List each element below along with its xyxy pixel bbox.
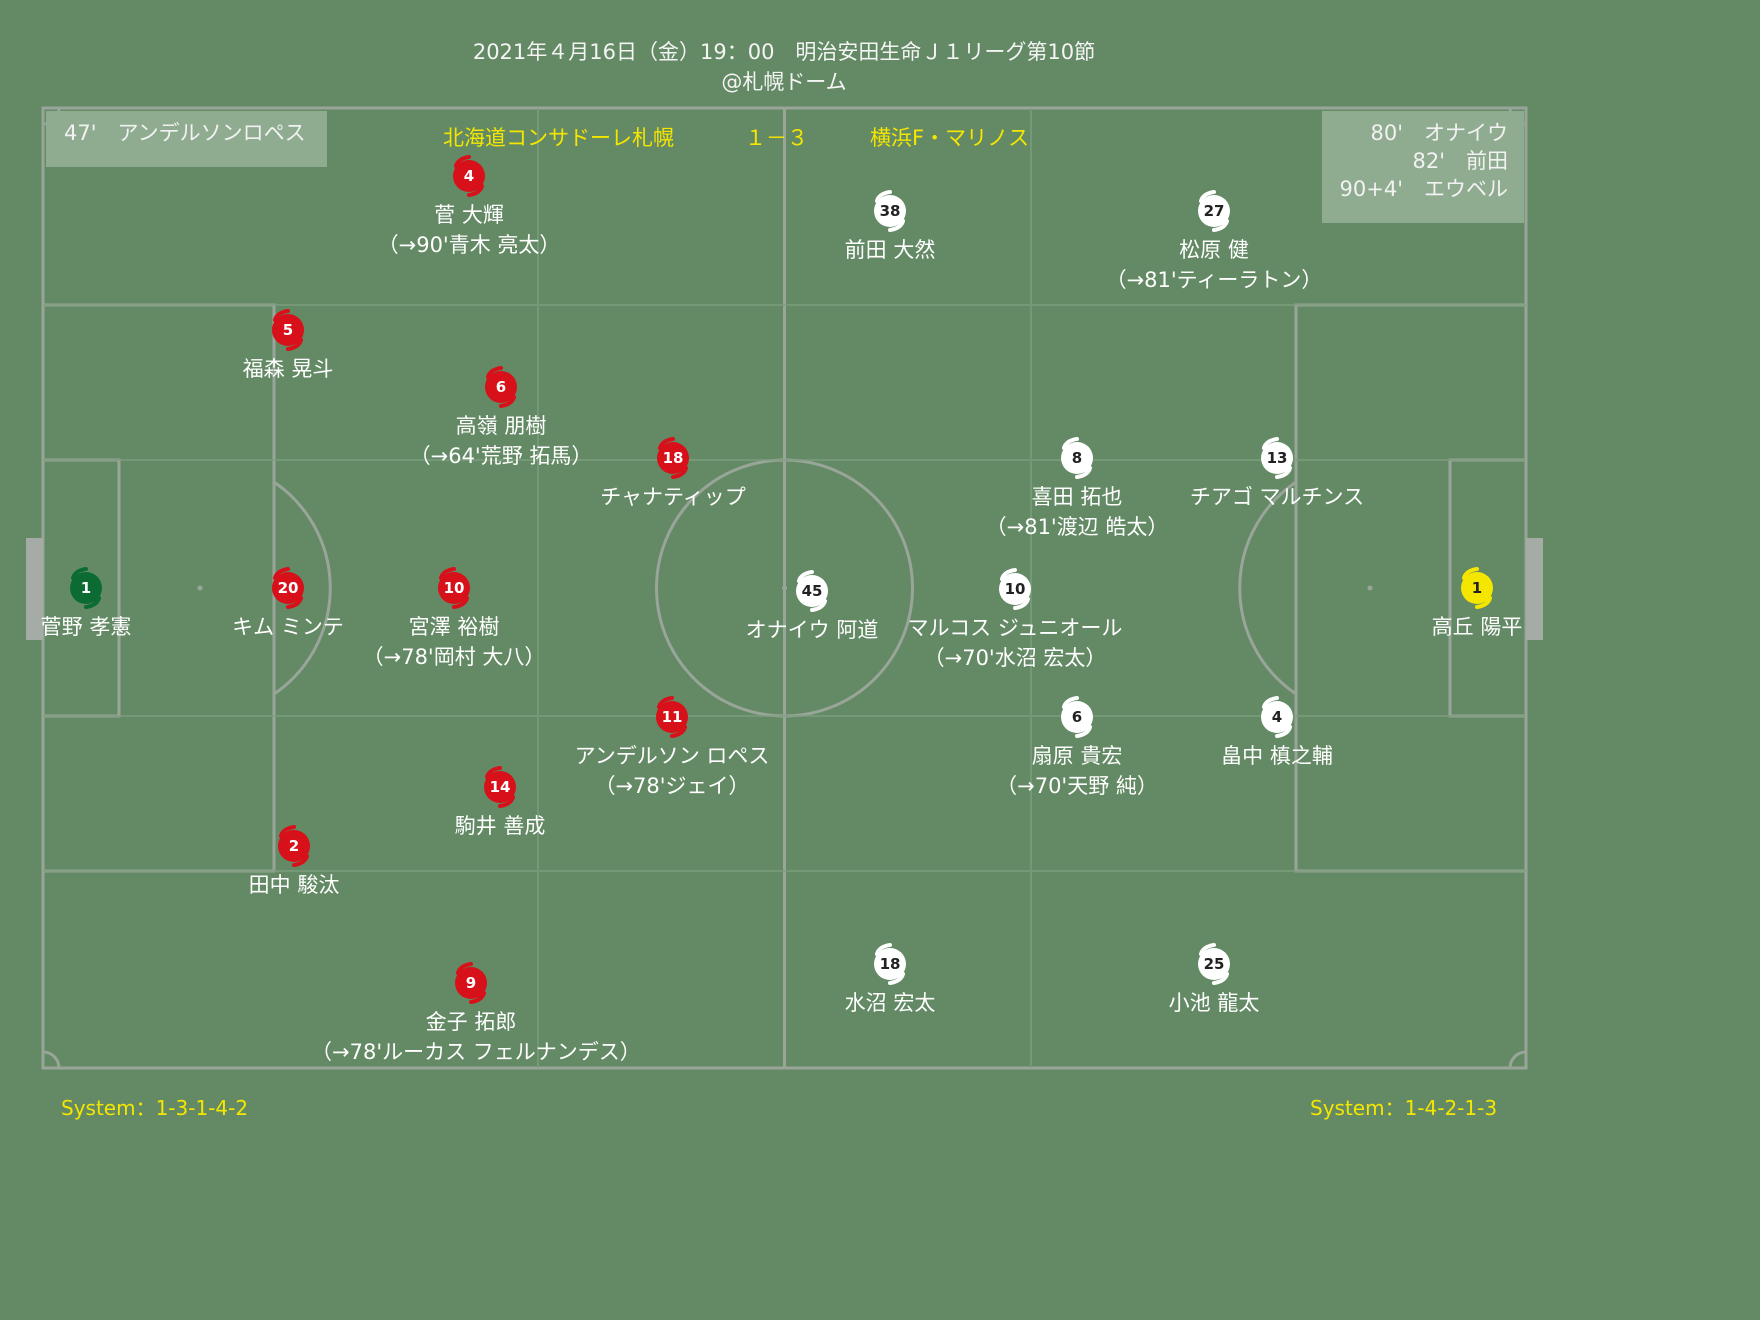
player-name: 駒井 善成 (454, 814, 546, 838)
player-substitution: （→64'荒野 拓馬） (409, 444, 593, 468)
player-number-badge: 11 (656, 701, 688, 733)
player-number-badge: 10 (999, 573, 1031, 605)
player-name: 宮澤 裕樹 (408, 615, 500, 639)
corner-arc-bl (42, 1050, 61, 1069)
player-number-badge: 4 (453, 160, 485, 192)
away-goal-entry: 82' 前田 (1412, 149, 1509, 173)
player-name-block: 菅 大輝 （→90'青木 亮太） (309, 200, 629, 260)
player-name: 高丘 陽平 (1431, 615, 1523, 639)
away-goals-box: 80' オナイウ 82' 前田 90+4' エウベル (1322, 111, 1524, 223)
player-number-badge: 25 (1198, 948, 1230, 980)
home-penalty-spot (197, 585, 203, 591)
player-name: 扇原 貴宏 (1031, 744, 1123, 768)
player-substitution: （→81'渡辺 皓太） (985, 515, 1169, 539)
player-name: 松原 健 (1179, 238, 1249, 262)
away-team-name: 横浜F・マリノス (870, 126, 1030, 150)
pitch (26, 106, 1543, 1070)
player-substitution: （→78'岡村 大八） (362, 645, 546, 669)
away-system: System：1-4-2-1-3 (1310, 1096, 1498, 1120)
player-substitution: （→81'ティーラトン） (1105, 268, 1323, 292)
player-number-badge: 6 (1061, 701, 1093, 733)
player-name-block: 水沼 宏太 (730, 988, 1050, 1018)
player-name: 菅野 孝憲 (40, 615, 132, 639)
away-penalty-spot (1367, 585, 1373, 591)
player-number-badge: 45 (796, 575, 828, 607)
home-goals-box: 47' アンデルソンロペス (46, 111, 327, 167)
player-number-badge: 38 (874, 195, 906, 227)
player-name-block: 田中 駿汰 (134, 870, 454, 900)
venue: @札幌ドーム (721, 70, 847, 94)
player-substitution: （→70'水沼 宏太） (923, 646, 1107, 670)
player-name: チャナティップ (600, 485, 746, 509)
player-name: チアゴ マルチンス (1189, 485, 1365, 509)
player-name: 菅 大輝 (434, 203, 504, 227)
player-number-badge: 27 (1198, 195, 1230, 227)
player-name-block: オナイウ 阿道 (652, 615, 972, 645)
player-name-block: 喜田 拓也 （→81'渡辺 皓太） (917, 482, 1237, 542)
away-penalty-arc (1238, 480, 1297, 696)
player-name: オナイウ 阿道 (745, 618, 879, 642)
player-name-block: キム ミンテ (128, 612, 448, 642)
player-number-badge: 10 (438, 572, 470, 604)
player-number-badge: 1 (1461, 572, 1493, 604)
player-name-block: 福森 晃斗 (128, 354, 448, 384)
player-name-block: 金子 拓郎 （→78'ルーカス フェルナンデス） (311, 1007, 641, 1067)
home-goal (26, 538, 43, 640)
player-number-badge: 2 (278, 830, 310, 862)
player-name-block: マルコス ジュニオール （→70'水沼 宏太） (855, 613, 1175, 673)
player-name-block: 宮澤 裕樹 （→78'岡村 大八） (294, 612, 614, 672)
player-substitution: （→90'青木 亮太） (377, 233, 561, 257)
player-number-badge: 20 (272, 572, 304, 604)
player-name-block: 高嶺 朋樹 （→64'荒野 拓馬） (341, 411, 661, 471)
player-name: 小池 龍太 (1168, 991, 1260, 1015)
player-name: 喜田 拓也 (1031, 485, 1123, 509)
home-team-name: 北海道コンサドーレ札幌 (443, 126, 674, 150)
player-name-block: 畠中 槙之輔 (1117, 741, 1437, 771)
player-name-block: チアゴ マルチンス (1117, 482, 1437, 512)
score-result: １－３ (745, 126, 808, 150)
player-name: 福森 晃斗 (242, 357, 334, 381)
player-name: マルコス ジュニオール (907, 616, 1123, 640)
center-spot (782, 585, 787, 591)
player-name-block: 小池 龍太 (1054, 988, 1374, 1018)
player-name-block: 扇原 貴宏 （→70'天野 純） (917, 741, 1237, 801)
player-substitution: （→78'ジェイ） (594, 774, 750, 798)
away-goal-entry: 90+4' エウベル (1339, 177, 1508, 201)
player-name-block: 菅野 孝憲 (0, 612, 246, 642)
home-system: System：1-3-1-4-2 (61, 1096, 249, 1120)
player-number-badge: 9 (455, 967, 487, 999)
player-name: 高嶺 朋樹 (455, 414, 547, 438)
player-substitution: （→78'ルーカス フェルナンデス） (311, 1040, 641, 1064)
player-name-block: チャナティップ (513, 482, 833, 512)
player-number-badge: 13 (1261, 442, 1293, 474)
away-goal (1526, 538, 1543, 640)
player-name: 田中 駿汰 (248, 873, 340, 897)
home-goal-entry: 47' アンデルソンロペス (64, 121, 306, 145)
player-number-badge: 18 (657, 442, 689, 474)
player-name: 金子 拓郎 (425, 1010, 517, 1034)
player-name: 前田 大然 (844, 238, 936, 262)
player-number-badge: 4 (1261, 701, 1293, 733)
home-penalty-arc (273, 480, 332, 696)
player-name-block: 前田 大然 (730, 235, 1050, 265)
player-name: キム ミンテ (232, 615, 344, 639)
player-substitution: （→70'天野 純） (996, 774, 1158, 798)
player-number-badge: 14 (484, 771, 516, 803)
player-name-block: 高丘 陽平 (1317, 612, 1637, 642)
match-info: 2021年４月16日（金）19：00 明治安田生命Ｊ１リーグ第10節 (472, 40, 1096, 64)
corner-arc-br (1508, 1050, 1527, 1069)
player-number-badge: 5 (272, 314, 304, 346)
player-name: 水沼 宏太 (844, 991, 936, 1015)
player-number-badge: 1 (70, 572, 102, 604)
away-goal-entry: 80' オナイウ (1370, 121, 1509, 145)
player-name: アンデルソン ロペス (574, 744, 770, 768)
player-number-badge: 8 (1061, 442, 1093, 474)
player-number-badge: 6 (485, 371, 517, 403)
player-name-block: 松原 健 （→81'ティーラトン） (1054, 235, 1374, 295)
player-name: 畠中 槙之輔 (1221, 744, 1333, 768)
player-name-block: 駒井 善成 (340, 811, 660, 841)
player-name-block: アンデルソン ロペス （→78'ジェイ） (512, 741, 832, 801)
player-number-badge: 18 (874, 948, 906, 980)
